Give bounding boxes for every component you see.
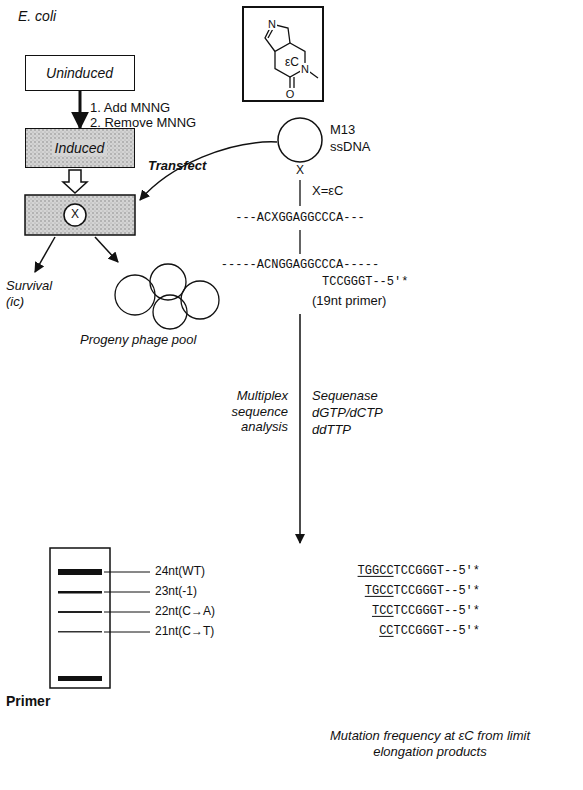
outcome-label: Progeny phage pool bbox=[80, 332, 196, 348]
gel-band bbox=[58, 676, 102, 681]
band-sequence: TCCTCCGGGT--5'* bbox=[372, 604, 480, 618]
sequence: ---ACXGGAGGCCCA--- bbox=[235, 211, 365, 225]
band-label: 22nt(C→A) bbox=[155, 604, 215, 618]
reagent-label: ddTTP bbox=[312, 422, 351, 438]
flow-arrow bbox=[79, 91, 82, 128]
method-label: Multiplex sequence analysis bbox=[208, 388, 288, 435]
chemical-structure bbox=[265, 24, 318, 90]
reagent-label: Sequenase bbox=[312, 388, 378, 404]
box-label: Induced bbox=[52, 140, 108, 156]
structure-label: εC bbox=[284, 55, 300, 69]
analysis-arrow bbox=[299, 314, 301, 543]
leader-line bbox=[299, 180, 300, 206]
lesion-mark: X bbox=[296, 163, 304, 177]
arrow bbox=[95, 237, 118, 262]
transfect-arrow bbox=[140, 142, 277, 200]
sequence: -----ACNGGAGGCCCA----- bbox=[221, 258, 379, 272]
phage-genome bbox=[64, 204, 86, 226]
vector-label: M13 bbox=[330, 122, 355, 138]
band-label: 21nt(C→T) bbox=[155, 624, 214, 638]
gel-label: Primer bbox=[6, 693, 50, 710]
arrow-label: Transfect bbox=[148, 158, 206, 174]
structure-box: εC bbox=[242, 6, 324, 102]
band-sequence: CCTCCGGGT--5'* bbox=[379, 624, 480, 638]
band-sequence: TGCCTCCGGGT--5'* bbox=[365, 584, 480, 598]
gel-band bbox=[58, 611, 102, 613]
block-arrow bbox=[63, 170, 87, 193]
process-box: Uninduced bbox=[25, 55, 135, 91]
outcome-label: Survival (ic) bbox=[6, 278, 64, 309]
band-label: 23nt(-1) bbox=[155, 584, 197, 598]
atom-label: O bbox=[285, 88, 296, 100]
organism-label: E. coli bbox=[18, 8, 56, 25]
process-box: Induced bbox=[25, 128, 135, 168]
box-label: Uninduced bbox=[43, 65, 116, 81]
gel-band bbox=[58, 631, 102, 633]
lesion-mark: X bbox=[71, 207, 79, 221]
gel bbox=[50, 548, 110, 688]
gel-band bbox=[58, 591, 102, 594]
leader-line bbox=[299, 230, 300, 254]
m13-circle bbox=[278, 118, 322, 162]
atom-label: N bbox=[267, 18, 277, 30]
vector-label: ssDNA bbox=[330, 139, 370, 155]
band-sequence: TGGCCTCCGGGT--5'* bbox=[358, 564, 480, 578]
primer-sequence: TCCGGGT--5'* bbox=[322, 275, 408, 289]
reagent-label: dGTP/dCTP bbox=[312, 405, 383, 421]
host-cell bbox=[25, 195, 135, 235]
step-label: 2. Remove MNNG bbox=[90, 115, 196, 131]
band-leader bbox=[104, 572, 150, 632]
lesion-label: X=εC bbox=[312, 183, 343, 199]
atom-label: N bbox=[300, 62, 310, 74]
progeny-phage bbox=[115, 264, 219, 329]
step-label: 1. Add MNNG bbox=[90, 100, 170, 116]
band-label: 24nt(WT) bbox=[155, 564, 205, 578]
caption-note: Mutation frequency at εC from limit elon… bbox=[315, 728, 545, 759]
arrow bbox=[35, 237, 55, 272]
gel-band bbox=[58, 569, 102, 575]
primer-label: (19nt primer) bbox=[312, 293, 386, 309]
